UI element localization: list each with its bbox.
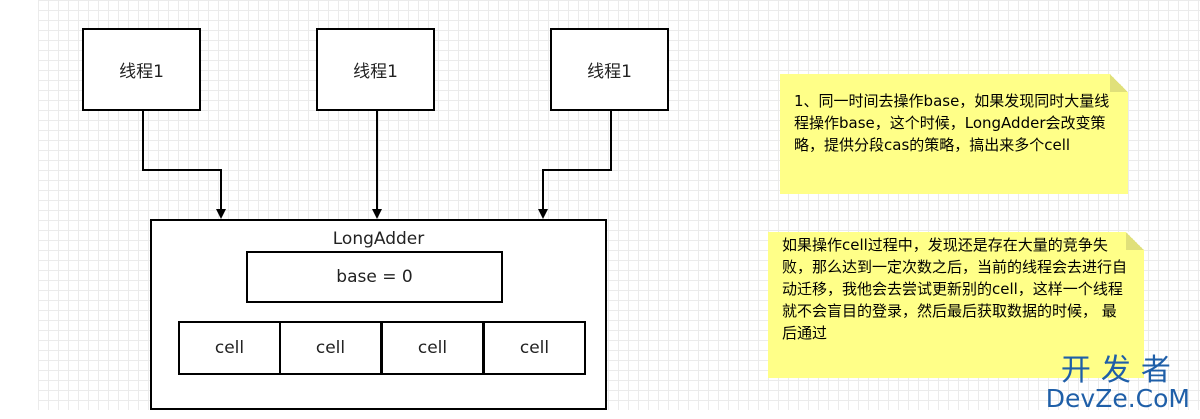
note-fold-corner [1110,74,1128,92]
cell-label-3: cell [417,338,448,358]
sticky-note-1: 1、同一时间去操作base，如果发现同时大量线程操作base，这个时候，Long… [780,74,1128,194]
cell-box-4: cell [483,321,586,375]
thread-box-2: 线程1 [316,28,435,111]
longadder-container: LongAdder [150,219,607,410]
cell-label-1: cell [214,338,245,358]
watermark-logo: 开发者 DevZe.CoM [1045,356,1190,413]
cell-label-4: cell [519,338,550,358]
note-text-1: 1、同一时间去操作base，如果发现同时大量线程操作base，这个时候，Long… [794,92,1110,154]
base-label: base = 0 [336,267,413,287]
thread-box-3: 线程1 [550,28,669,111]
cell-box-2: cell [279,321,382,375]
watermark-chinese: 开发者 [1060,353,1181,388]
cell-box-3: cell [381,321,484,375]
note-fold-corner [1126,232,1144,250]
thread-label-2: 线程1 [353,62,398,82]
watermark-latin: DevZe.CoM [1045,384,1190,413]
longadder-title: LongAdder [332,229,425,249]
sticky-note-2: 如果操作cell过程中，发现还是存在大量的竞争失败，那么达到一定次数之后，当前的… [768,232,1144,378]
thread-label-1: 线程1 [119,62,164,82]
thread-label-3: 线程1 [587,62,632,82]
note-text-2: 如果操作cell过程中，发现还是存在大量的竞争失败，那么达到一定次数之后，当前的… [782,236,1128,342]
thread-box-1: 线程1 [82,28,201,111]
cell-box-1: cell [178,321,281,375]
base-box: base = 0 [246,251,503,303]
cell-label-2: cell [315,338,346,358]
